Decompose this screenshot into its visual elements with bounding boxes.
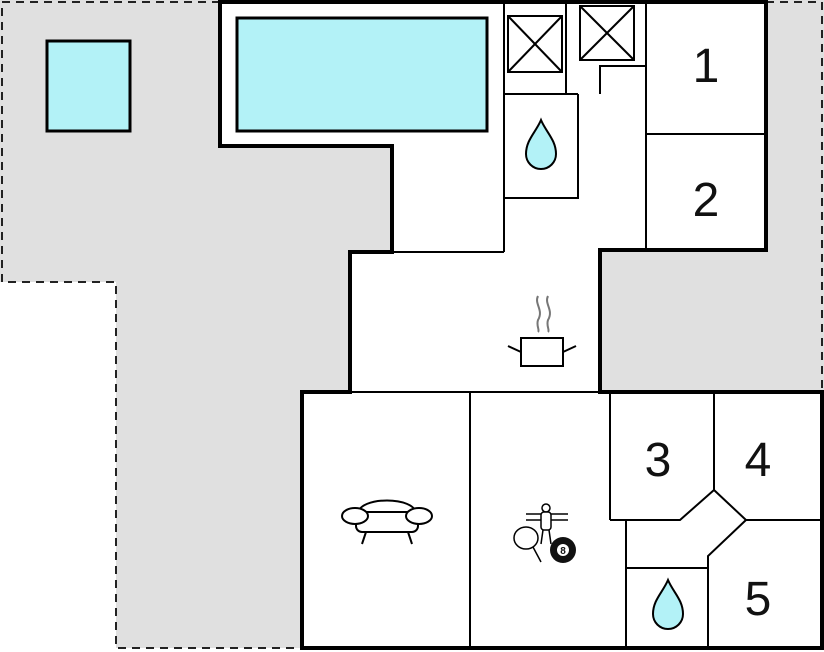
svg-text:8: 8 xyxy=(560,546,566,557)
room-number-1: 1 xyxy=(693,40,720,93)
whirlpool xyxy=(45,39,132,133)
games-icon: 8 xyxy=(513,503,576,563)
house-floor xyxy=(220,2,822,648)
pool xyxy=(235,16,489,133)
outer-walls xyxy=(218,0,824,650)
interior-walls xyxy=(302,2,822,648)
room-number-5: 5 xyxy=(745,573,772,626)
sofa-icon xyxy=(341,499,433,545)
room-number-3: 3 xyxy=(645,434,672,487)
water-drop-icon xyxy=(524,117,558,170)
water-drop-icon xyxy=(651,577,685,630)
closet-x-icon xyxy=(507,15,563,73)
cooking-pot-icon xyxy=(507,295,577,367)
room-number-2: 2 xyxy=(693,174,720,227)
terrace-boundary xyxy=(766,1,823,392)
terrace-boundary-left xyxy=(1,1,302,649)
room-number-4: 4 xyxy=(745,434,772,487)
closet-x-icon xyxy=(579,5,635,61)
